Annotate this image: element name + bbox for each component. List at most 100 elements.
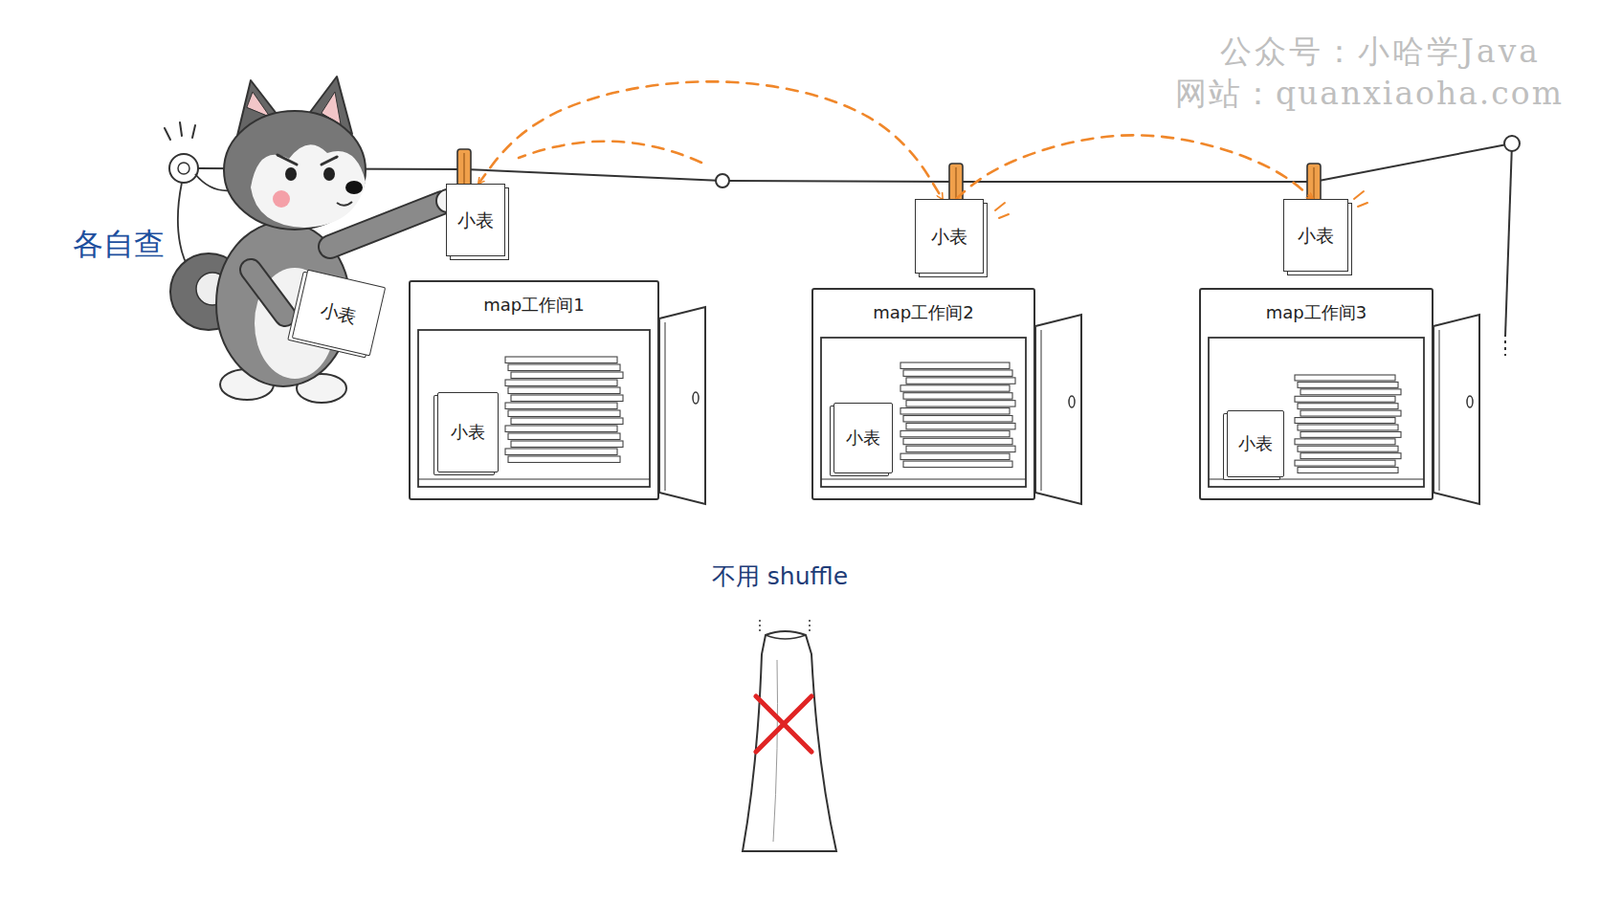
eye bbox=[323, 167, 335, 181]
peg-body bbox=[1307, 163, 1321, 204]
paper-sheet bbox=[1297, 445, 1399, 452]
map-cabinet: map工作间1 小表 bbox=[408, 280, 660, 501]
cabinet-opening bbox=[1208, 337, 1424, 488]
map-cabinet: map工作间3 小表 bbox=[1199, 288, 1434, 501]
mouth bbox=[336, 201, 353, 206]
brow bbox=[277, 155, 297, 165]
door-knob bbox=[692, 392, 699, 404]
paper-sheet bbox=[508, 433, 621, 441]
paper-sheet bbox=[903, 370, 1013, 377]
table-label: 小表 bbox=[845, 427, 881, 449]
clothes-peg bbox=[1307, 163, 1321, 204]
shuffle-funnel bbox=[742, 620, 837, 852]
cabinet-opening bbox=[821, 337, 1026, 488]
hanging-table-card: 小表 bbox=[1283, 199, 1349, 272]
paper-stack bbox=[505, 356, 623, 464]
funnel-body bbox=[742, 631, 837, 852]
paper-sheet bbox=[1297, 467, 1399, 474]
table-label: 小表 bbox=[450, 422, 486, 444]
pole-end bbox=[1504, 340, 1507, 356]
brow bbox=[321, 156, 337, 165]
paper-sheet bbox=[511, 418, 623, 425]
paper-sheet bbox=[1300, 431, 1401, 438]
red-cross bbox=[755, 696, 812, 753]
arm-outline bbox=[250, 269, 286, 316]
peg-split bbox=[955, 167, 957, 200]
sparkle bbox=[192, 125, 196, 138]
pulley bbox=[169, 154, 199, 183]
shelf-line bbox=[821, 479, 1026, 481]
paper-sheet bbox=[1294, 460, 1396, 467]
paper-sheet bbox=[508, 364, 621, 372]
paper-sheet bbox=[505, 448, 618, 456]
paper-sheet bbox=[1300, 453, 1401, 460]
pole bbox=[1505, 143, 1512, 337]
cabinet-heading: map工作间3 bbox=[1266, 302, 1367, 324]
table-label: 小表 bbox=[1238, 433, 1273, 455]
door-knob bbox=[1068, 396, 1075, 408]
paper-sheet bbox=[505, 425, 618, 433]
cabinet-opening bbox=[418, 330, 650, 488]
paper-sheet bbox=[511, 395, 623, 402]
paper-stack bbox=[1294, 375, 1401, 474]
peg-split bbox=[464, 153, 466, 186]
table-label: 小表 bbox=[931, 225, 968, 248]
sparkle bbox=[164, 128, 171, 140]
map-cabinet: map工作间2 小表 bbox=[811, 288, 1036, 501]
dashed-arrow bbox=[955, 134, 1312, 200]
paper-sheet bbox=[903, 393, 1013, 400]
door-knob bbox=[1466, 396, 1473, 408]
pulley-hub bbox=[177, 162, 190, 175]
paper-sheet bbox=[505, 379, 618, 387]
dashed-arrow bbox=[478, 81, 943, 200]
watermark: 网站：quanxiaoha.com bbox=[1175, 74, 1564, 113]
cheek bbox=[272, 190, 290, 208]
peg-split bbox=[1313, 167, 1315, 200]
watermark: 公众号：小哈学Java bbox=[1220, 32, 1541, 71]
funnel-tick bbox=[759, 620, 810, 632]
face-mask bbox=[250, 144, 366, 228]
table-label: 小表 bbox=[318, 298, 359, 329]
hanging-table-card: 小表 bbox=[914, 199, 984, 274]
door-edge bbox=[665, 322, 667, 491]
paper-sheet bbox=[906, 422, 1016, 429]
paper-sheet bbox=[1300, 410, 1401, 417]
table-book: 小表 bbox=[1226, 410, 1285, 478]
cabinet-art bbox=[1208, 314, 1480, 505]
clothesline bbox=[169, 135, 1520, 356]
paper-sheet bbox=[900, 453, 1010, 460]
paper-sheet bbox=[903, 461, 1013, 467]
paper-sheet bbox=[1300, 389, 1401, 396]
dashed-arc bbox=[518, 141, 702, 163]
paper-sheet bbox=[1297, 381, 1399, 388]
paper-sheet bbox=[900, 430, 1010, 437]
paper-sheet bbox=[508, 456, 621, 464]
cabinet-heading: map工作间2 bbox=[872, 302, 974, 324]
paper-stack bbox=[900, 362, 1016, 468]
paper-sheet bbox=[1294, 439, 1396, 445]
sparkle bbox=[1354, 191, 1364, 200]
paper-sheet bbox=[1297, 424, 1399, 431]
paper-sheet bbox=[906, 400, 1016, 407]
nose bbox=[345, 180, 363, 195]
husky-character bbox=[170, 76, 460, 403]
cabinet-door bbox=[1433, 314, 1480, 505]
sparkle bbox=[1357, 202, 1368, 207]
paper-sheet bbox=[903, 416, 1013, 423]
shelf-line bbox=[418, 479, 650, 481]
funnel-line bbox=[773, 660, 778, 843]
cabinet-door bbox=[1035, 314, 1082, 505]
arm bbox=[250, 269, 286, 316]
sparkle bbox=[999, 214, 1009, 219]
note-label: 各自查 bbox=[72, 225, 165, 263]
paper-sheet bbox=[1294, 418, 1396, 424]
rope-ring bbox=[715, 174, 730, 188]
funnel-rim bbox=[765, 635, 806, 640]
shelf-line bbox=[1208, 479, 1424, 481]
table-label: 小表 bbox=[1297, 224, 1334, 247]
door-edge bbox=[1041, 330, 1043, 491]
cabinet-heading: map工作间1 bbox=[483, 294, 584, 316]
